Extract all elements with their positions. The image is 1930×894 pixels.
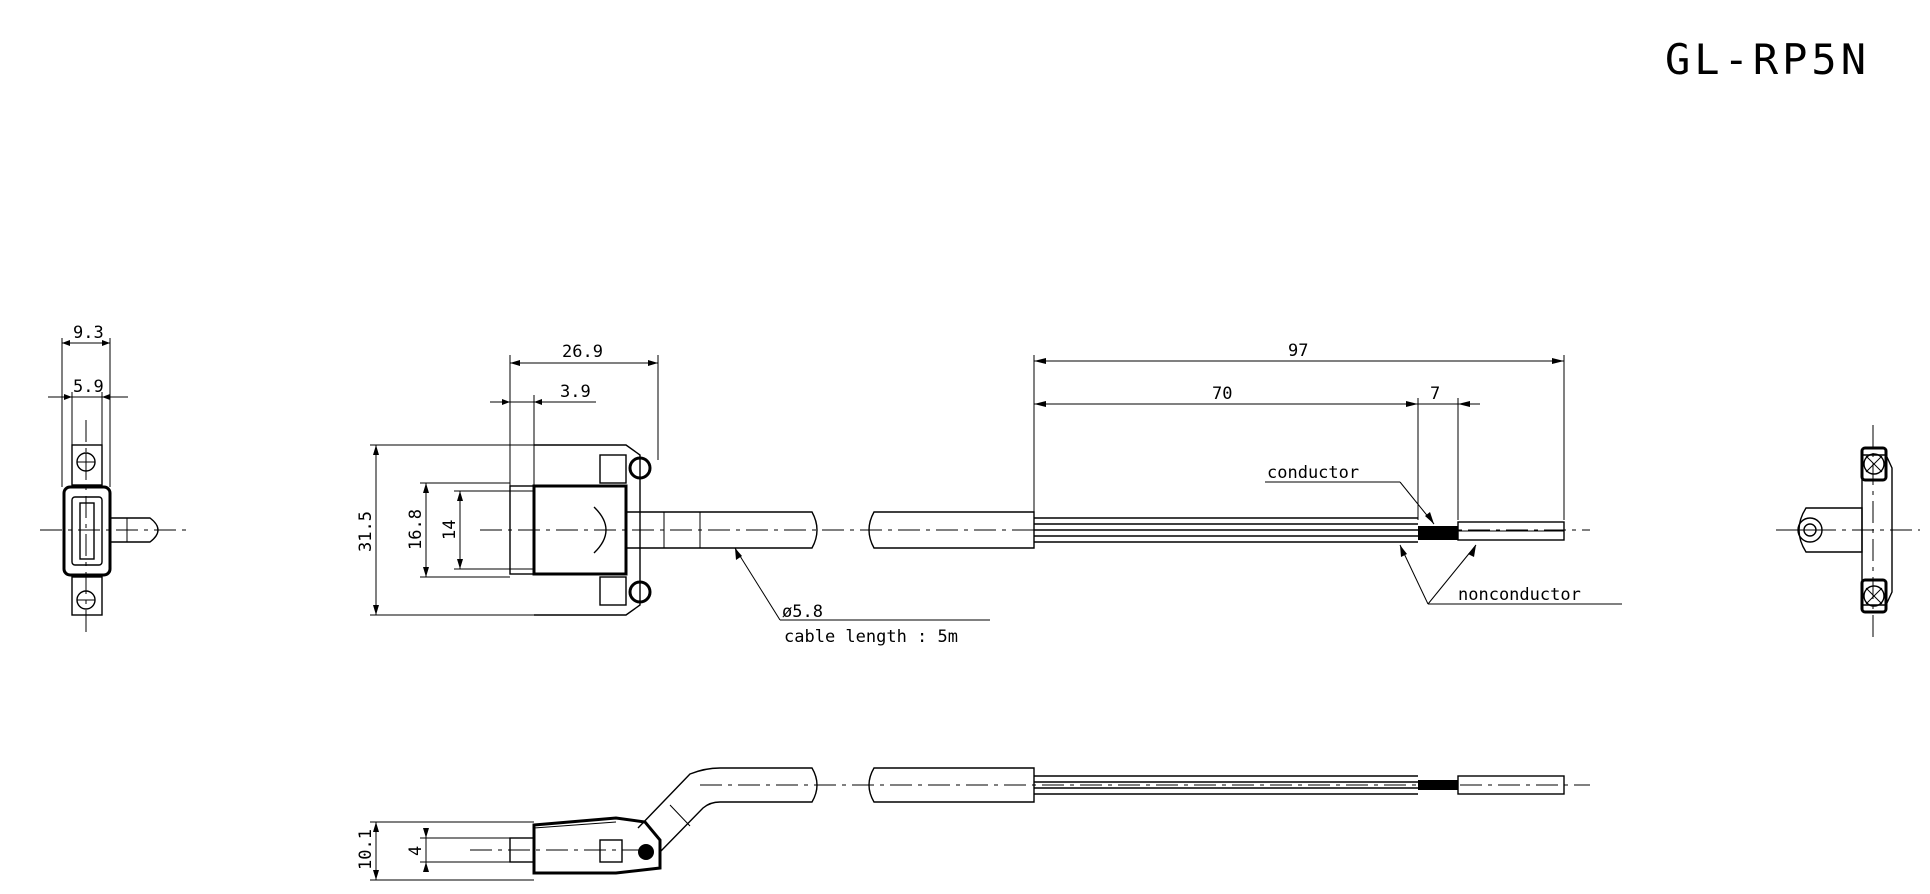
label-nonconductor: nonconductor <box>1458 585 1581 605</box>
dim-height-inner: 14 <box>440 520 460 540</box>
dim-body-offset: 3.9 <box>560 382 591 402</box>
conductor-strip <box>1418 526 1458 540</box>
dim-strip-conductor: 7 <box>1430 384 1440 404</box>
side-view: 10.1 4 <box>356 767 1590 881</box>
front-view: 26.9 3.9 31.5 16.8 14 ø5.8 cable length <box>356 341 1622 647</box>
label-cable-length: cable length : 5m <box>784 627 958 647</box>
label-conductor: conductor <box>1267 463 1359 483</box>
left-end-view: 9.3 5.9 <box>40 323 190 635</box>
dim-side-height: 10.1 <box>356 829 376 870</box>
dim-strip-total: 97 <box>1288 341 1308 361</box>
dim-height-total: 31.5 <box>356 511 376 552</box>
dim-strip-insulation: 70 <box>1212 384 1232 404</box>
label-cable-diameter: ø5.8 <box>782 602 823 622</box>
right-end-view <box>1776 425 1920 640</box>
part-number-title: GL-RP5N <box>1665 35 1870 84</box>
dim-height-mid: 16.8 <box>406 509 426 550</box>
dim-body-length: 26.9 <box>562 342 603 362</box>
dim-end-width-inner: 5.9 <box>73 377 104 397</box>
dim-side-inner: 4 <box>406 846 426 856</box>
dim-end-width-outer: 9.3 <box>73 323 104 343</box>
